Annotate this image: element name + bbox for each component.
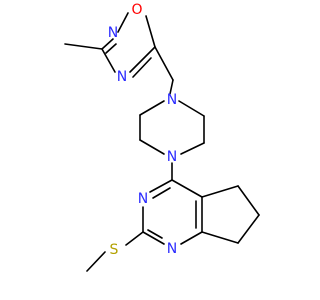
bond-c2-s — [125, 231, 144, 246]
bond-c4a-c5 — [201, 185, 239, 198]
bond-c6-np1 — [139, 100, 165, 116]
bond-np1-c2 — [178, 100, 205, 117]
atom-label-np1: N — [167, 92, 177, 108]
atom-label-np4: N — [167, 149, 177, 165]
atom-nitrogen-pyrimidine-1: N — [167, 241, 177, 257]
bond-c3-methyl — [64, 43, 103, 50]
bond-c7a-nm1 — [180, 231, 203, 245]
bond-s-methyl — [86, 251, 106, 272]
bond-n4-c5-double — [132, 57, 152, 78]
atom-nitrogen-piperazine-4: N — [167, 149, 177, 165]
bond-n2-c3 — [101, 38, 114, 50]
bond-nm1-c2-double — [147, 229, 163, 239]
bond-c5-c6-cp — [237, 185, 260, 216]
atom-label-n4: N — [117, 69, 127, 85]
bond-np4-c5 — [139, 139, 165, 155]
canvas-background — [0, 0, 300, 300]
atom-oxygen: O — [131, 2, 142, 18]
bond-c3-np4 — [180, 142, 205, 155]
atom-label-o1: O — [131, 2, 142, 18]
bond-o1-n2 — [117, 12, 129, 33]
bond-c5-o1 — [145, 15, 156, 48]
bond-n2-c3-double — [105, 43, 117, 54]
atom-nitrogen-oxadiazole-4: N — [117, 69, 127, 85]
bond-nm3-c4 — [149, 179, 173, 193]
bond-n4-c5 — [129, 46, 156, 73]
atom-nitrogen-pyrimidine-3: N — [138, 191, 148, 207]
bond-c7-c7a — [201, 231, 239, 244]
bond-ch2-np1 — [169, 79, 174, 95]
bond-c6-c7-cp — [237, 214, 260, 244]
atom-label-nm3: N — [138, 191, 148, 207]
atom-label-nm1: N — [167, 241, 177, 257]
atom-labels: O N N N N N N S — [108, 2, 177, 258]
molecule-structure: O N N N N N N S — [0, 0, 300, 300]
atom-label-n2: N — [108, 25, 118, 41]
bond-c3-n4 — [101, 48, 116, 73]
bond-c5-ch2 — [154, 46, 174, 81]
bond-nm3-c4-double — [152, 187, 171, 199]
atom-sulfur: S — [110, 242, 119, 258]
atom-nitrogen-piperazine-1: N — [167, 92, 177, 108]
bonds — [64, 12, 260, 272]
atom-label-s: S — [110, 242, 119, 258]
atom-nitrogen-oxadiazole-2: N — [108, 25, 118, 41]
bond-nm1-c2 — [142, 231, 165, 245]
bond-c4-c4a — [171, 179, 203, 198]
